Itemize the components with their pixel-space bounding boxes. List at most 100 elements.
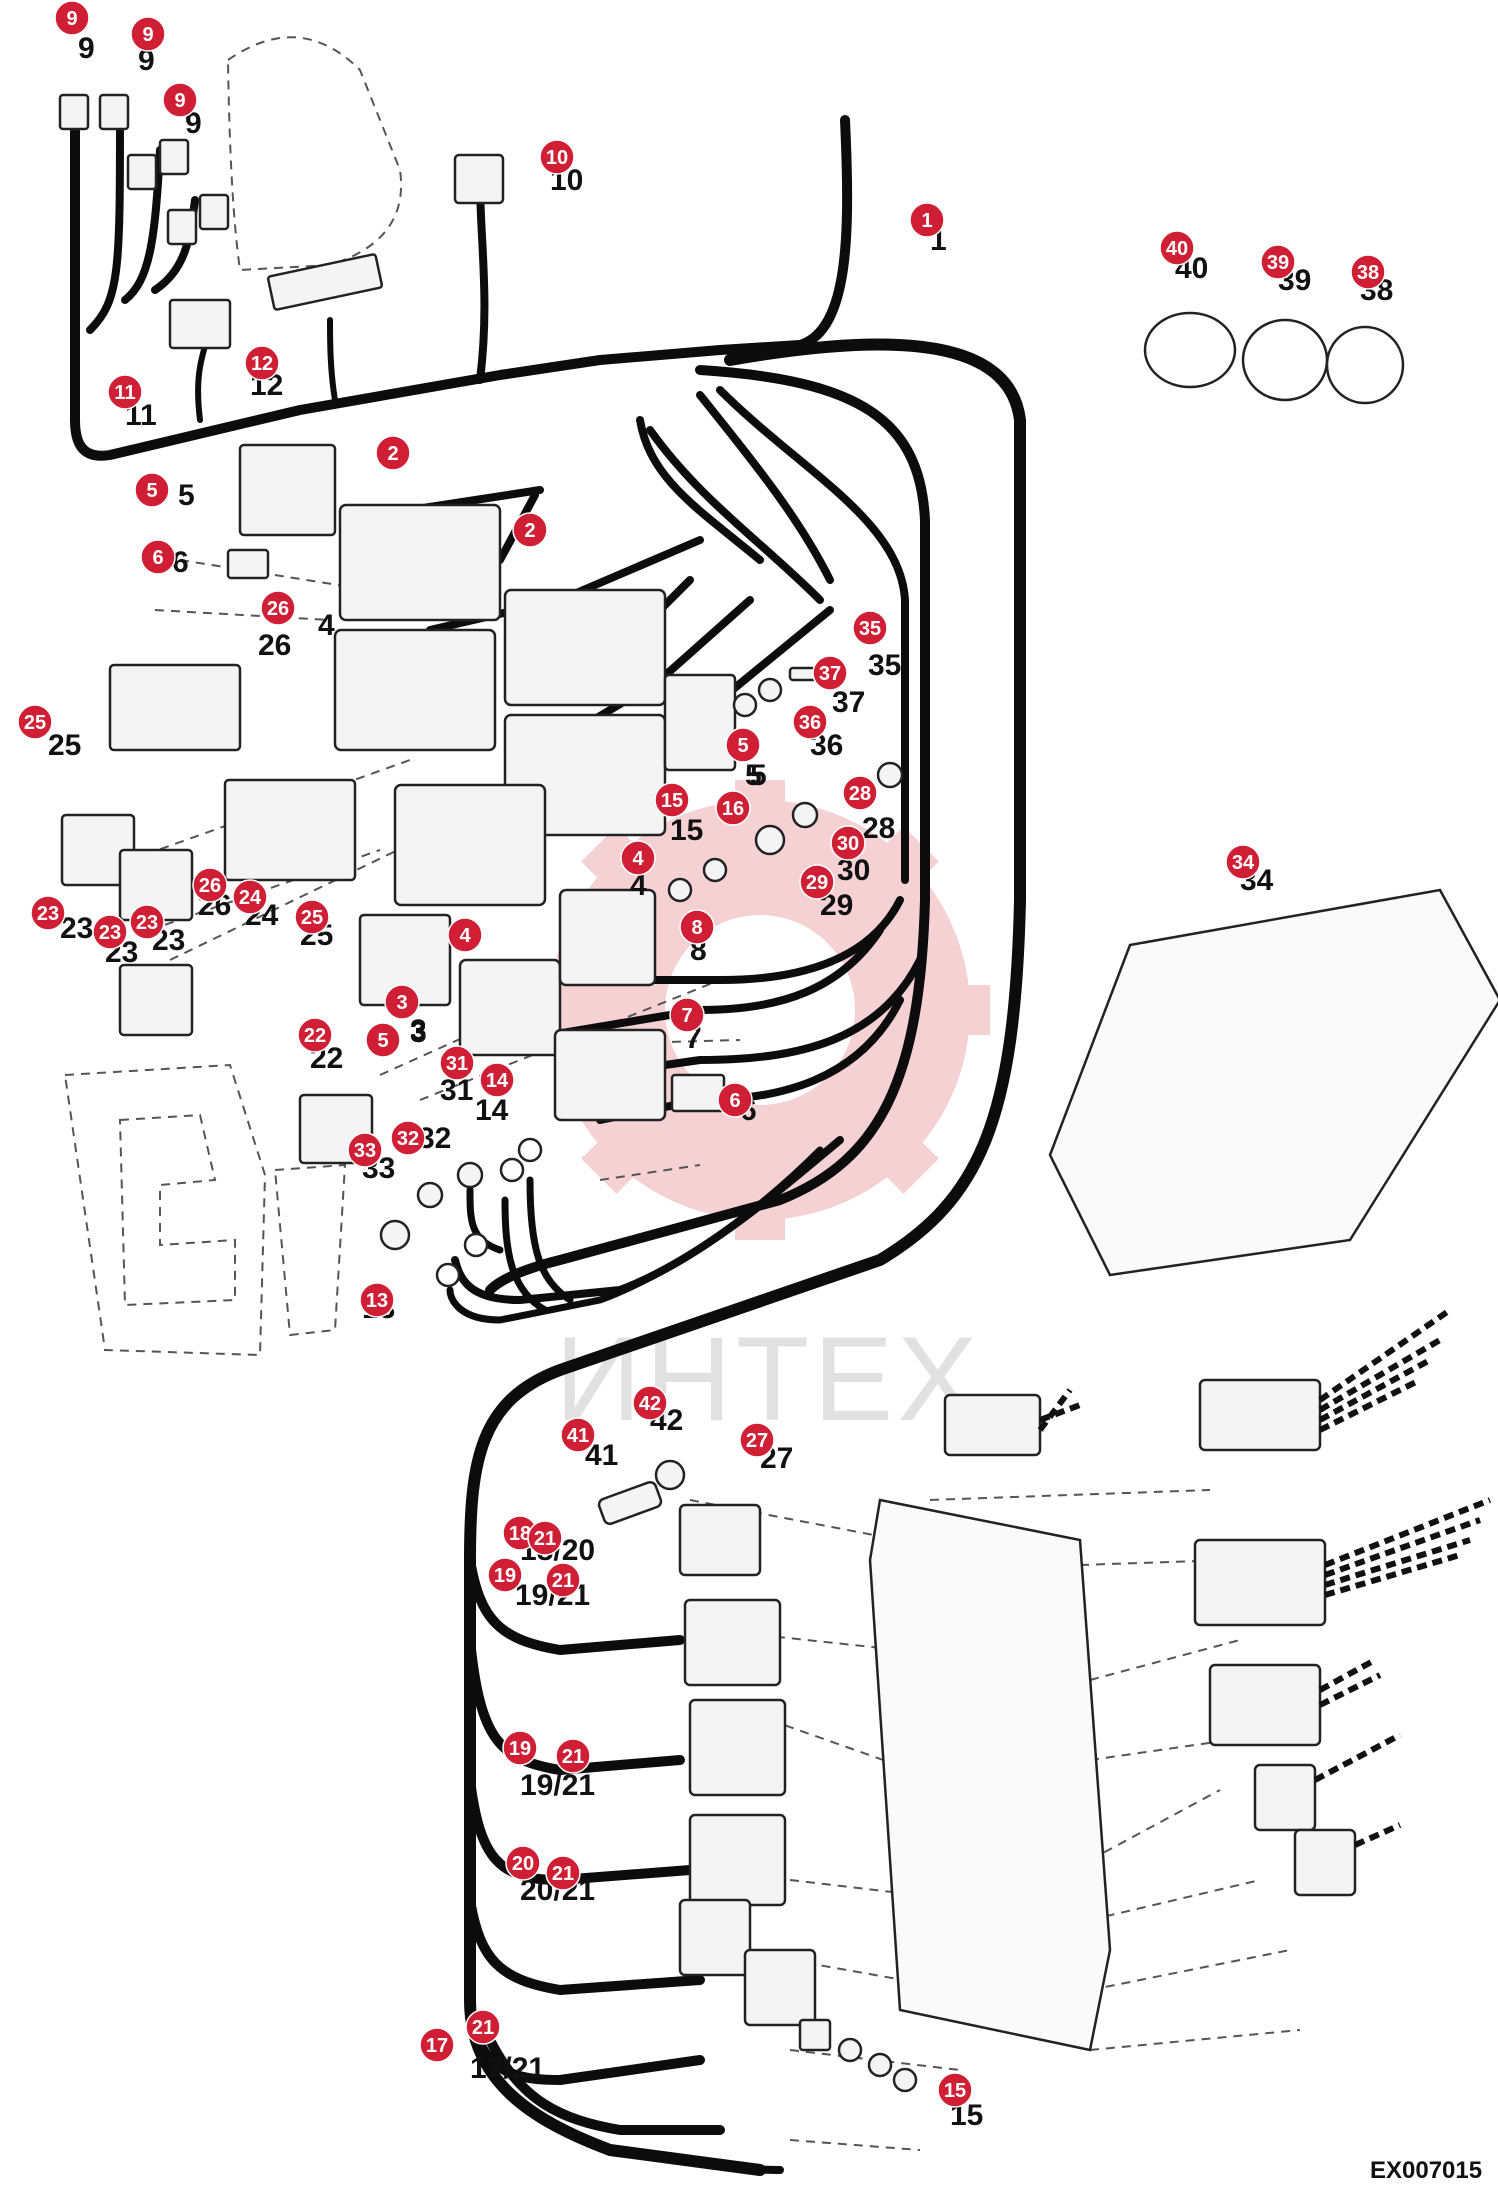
flasher-unit-8 — [558, 888, 657, 987]
callout-badge[interactable]: 30 — [830, 825, 866, 861]
svg-text:27: 27 — [746, 1430, 768, 1452]
callout-badge[interactable]: 34 — [1225, 844, 1261, 880]
callout-badge[interactable]: 6 — [717, 1082, 753, 1118]
callout-badge[interactable]: 14 — [479, 1062, 515, 1098]
washer-15d — [892, 2067, 918, 2093]
callout-badge[interactable]: 38 — [1350, 254, 1386, 290]
callout-badge[interactable]: 29 — [799, 864, 835, 900]
callout-badge[interactable]: 27 — [739, 1422, 775, 1458]
part-label: 26 — [258, 629, 291, 662]
svg-text:5: 5 — [737, 735, 748, 757]
svg-text:21: 21 — [552, 1863, 574, 1885]
callout-badge[interactable]: 9 — [130, 16, 166, 52]
callout-badge[interactable]: 5 — [365, 1022, 401, 1058]
callout-badge[interactable]: 22 — [297, 1017, 333, 1053]
part-label: 14 — [475, 1094, 509, 1127]
ring-terminal-13b — [463, 1232, 489, 1258]
fuse-label-sheet-34 — [1048, 888, 1498, 1277]
svg-text:5: 5 — [377, 1030, 388, 1052]
callout-badge[interactable]: 23 — [129, 904, 165, 940]
callout-badge[interactable]: 19 — [487, 1557, 523, 1593]
svg-text:10: 10 — [546, 147, 568, 169]
callout-badge[interactable]: 24 — [232, 879, 268, 915]
callout-badge[interactable]: 36 — [792, 704, 828, 740]
svg-text:18: 18 — [509, 1523, 531, 1545]
relay-base-3 — [458, 958, 562, 1057]
part-label: 35 — [868, 649, 901, 682]
callout-badge[interactable]: 16 — [715, 790, 751, 826]
callout-badge[interactable]: 15 — [654, 782, 690, 818]
part-label: 9 — [185, 107, 202, 140]
callout-badge[interactable]: 20 — [505, 1845, 541, 1881]
callout-badge[interactable]: 1 — [909, 202, 945, 238]
callout-badge[interactable]: 17 — [419, 2027, 455, 2063]
callout-badge[interactable]: 9 — [162, 82, 198, 118]
connector-right-c — [1193, 1538, 1327, 1627]
svg-text:2: 2 — [524, 520, 535, 542]
callout-badge[interactable]: 3 — [384, 984, 420, 1020]
callout-badge[interactable]: 21 — [545, 1562, 581, 1598]
svg-text:4: 4 — [632, 848, 644, 870]
callout-badge[interactable]: 21 — [555, 1738, 591, 1774]
callout-badge[interactable]: 6 — [140, 539, 176, 575]
callout-badge[interactable]: 39 — [1260, 244, 1296, 280]
callout-badge[interactable]: 41 — [560, 1417, 596, 1453]
washer-29 — [754, 824, 786, 856]
washer-37 — [757, 677, 783, 703]
callout-badge[interactable]: 33 — [347, 1132, 383, 1168]
callout-badge[interactable]: 40 — [1159, 230, 1195, 266]
callout-badge[interactable]: 7 — [669, 997, 705, 1033]
bracket-6b — [670, 1073, 726, 1113]
callout-badge[interactable]: 9 — [54, 0, 90, 36]
relay-base-4c — [393, 783, 547, 907]
callout-badge[interactable]: 21 — [465, 2009, 501, 2045]
ring-terminal-14b — [517, 1137, 543, 1163]
callout-badge[interactable]: 23 — [30, 895, 66, 931]
part-label: 5 — [745, 759, 762, 792]
callout-badge[interactable]: 35 — [852, 610, 888, 646]
connector-right-e — [1253, 1763, 1317, 1832]
callout-badge[interactable]: 5 — [725, 727, 761, 763]
part-label: 37 — [832, 686, 865, 719]
callout-badge[interactable]: 25 — [294, 899, 330, 935]
svg-text:6: 6 — [152, 547, 163, 569]
callout-badge[interactable]: 2 — [512, 512, 548, 548]
terminal-block-15 — [798, 2018, 832, 2052]
callout-badge[interactable]: 28 — [842, 775, 878, 811]
callout-badge[interactable]: 42 — [632, 1385, 668, 1421]
callout-badge[interactable]: 11 — [107, 374, 143, 410]
cable-tie-38 — [1325, 325, 1405, 405]
callout-badge[interactable]: 4 — [447, 917, 483, 953]
callout-badge[interactable]: 19 — [502, 1730, 538, 1766]
callout-badge[interactable]: 32 — [390, 1120, 426, 1156]
callout-badge[interactable]: 26 — [260, 590, 296, 626]
callout-badge[interactable]: 25 — [17, 704, 53, 740]
callout-badge[interactable]: 12 — [244, 345, 280, 381]
callout-badge[interactable]: 21 — [527, 1520, 563, 1556]
svg-text:29: 29 — [806, 872, 828, 894]
callout-badge[interactable]: 31 — [439, 1045, 475, 1081]
svg-text:19: 19 — [509, 1738, 531, 1760]
callout-badge[interactable]: 5 — [134, 472, 170, 508]
callout-badge[interactable]: 37 — [812, 655, 848, 691]
svg-text:14: 14 — [486, 1070, 509, 1092]
svg-text:19: 19 — [494, 1565, 516, 1587]
callout-badge[interactable]: 15 — [937, 2072, 973, 2108]
fuse-row-25a — [108, 663, 242, 752]
svg-text:17: 17 — [426, 2035, 448, 2057]
washer-15c — [867, 2052, 893, 2078]
callout-badge[interactable]: 23 — [92, 914, 128, 950]
callout-badge[interactable]: 8 — [679, 909, 715, 945]
callout-badge[interactable]: 13 — [359, 1282, 395, 1318]
callout-badge[interactable]: 2 — [375, 435, 411, 471]
callout-badge[interactable]: 4 — [620, 840, 656, 876]
svg-text:22: 22 — [304, 1025, 326, 1047]
washer-32 — [416, 1181, 444, 1209]
callout-badge[interactable]: 26 — [192, 867, 228, 903]
svg-text:1: 1 — [921, 210, 932, 232]
svg-text:41: 41 — [567, 1425, 589, 1447]
callout-badge[interactable]: 10 — [539, 139, 575, 175]
callout-badge[interactable]: 21 — [545, 1855, 581, 1891]
part-label: 3 — [410, 1014, 427, 1047]
